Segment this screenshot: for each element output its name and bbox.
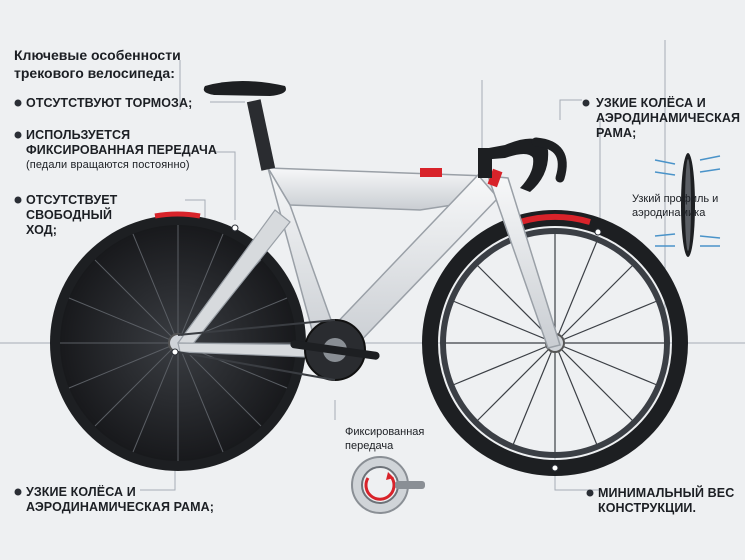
annotation-no-brakes: ОТСУТСТВУЮТ ТОРМОЗА;: [26, 96, 193, 110]
label-narrow-profile: Узкий профиль и аэродинамика: [632, 193, 719, 219]
annotation-fixed-gear-text: ИСПОЛЬЗУЕТСЯ ФИКСИРОВАННАЯ ПЕРЕДАЧА: [26, 128, 217, 157]
bullet-icon: [14, 99, 602, 497]
annotation-narrow-wheels-right: УЗКИЕ КОЛЁСА И АЭРОДИНАМИЧЕСКАЯ РАМА;: [596, 96, 741, 140]
fixed-gear-icon: [351, 456, 425, 514]
bike-frame: [177, 81, 567, 381]
page-title: Ключевые особенности трекового велосипед…: [14, 47, 181, 81]
label-fixed-gear: Фиксированная передача: [345, 426, 425, 452]
wheel-profile-icon: [654, 153, 721, 257]
annotation-min-weight: МИНИМАЛЬНЫЙ ВЕС КОНСТРУКЦИИ.: [598, 486, 735, 515]
annotation-no-freewheel: ОТСУТСТВУЕТ СВОБОДНЫЙ ХОД;: [26, 193, 118, 237]
annotation-fixed-gear-note: (педали вращаются постоянно): [26, 159, 190, 171]
annotation-narrow-wheels-left: УЗКИЕ КОЛЁСА И АЭРОДИНАМИЧЕСКАЯ РАМА;: [26, 485, 215, 514]
annotation-fixed-gear: ИСПОЛЬЗУЕТСЯ ФИКСИРОВАННАЯ ПЕРЕДАЧА (пед…: [26, 128, 226, 173]
